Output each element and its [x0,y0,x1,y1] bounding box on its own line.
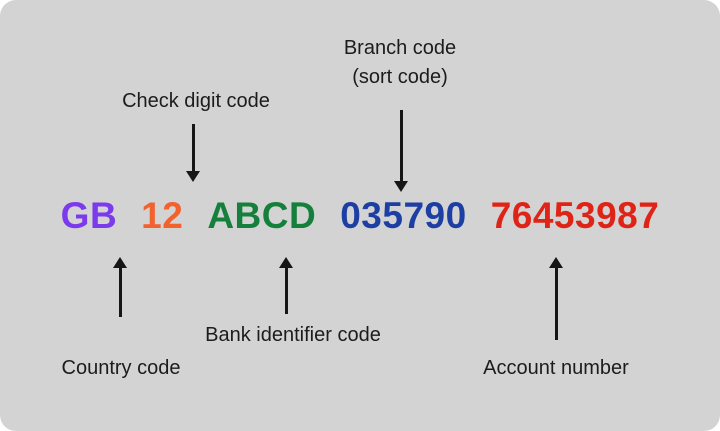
arrow-head [279,257,293,268]
country-code-label: Country code [61,357,181,379]
arrow-head [113,257,127,268]
iban-code-row: GB 12 ABCD 035790 76453987 [0,197,720,234]
arrow-shaft [284,268,288,314]
arrow-shaft [554,268,558,340]
country-code-value: GB [60,195,118,236]
bank-identifier-value: ABCD [207,195,317,236]
branch-code-label-line2: (sort code) [352,66,448,88]
check-digit-label: Check digit code [122,90,270,112]
account-number-value: 76453987 [490,195,660,236]
check-digit-value: 12 [141,195,184,236]
arrow-shaft [191,124,195,171]
branch-code-value: 035790 [340,195,467,236]
arrow-shaft [399,110,403,181]
arrow-head [394,181,408,192]
arrow-shaft [118,268,122,317]
arrow-head [186,171,200,182]
account-number-arrow-up-icon [549,257,563,340]
arrow-head [549,257,563,268]
branch-code-arrow-down-icon [394,110,408,192]
country-code-arrow-up-icon [113,257,127,317]
account-number-label: Account number [483,357,629,379]
branch-code-label-line1: Branch code [343,37,457,59]
bank-identifier-label: Bank identifier code [205,324,381,346]
branch-code-label: Branch code (sort code) [300,34,500,92]
check-digit-arrow-down-icon [186,124,200,182]
bank-identifier-arrow-up-icon [279,257,293,314]
